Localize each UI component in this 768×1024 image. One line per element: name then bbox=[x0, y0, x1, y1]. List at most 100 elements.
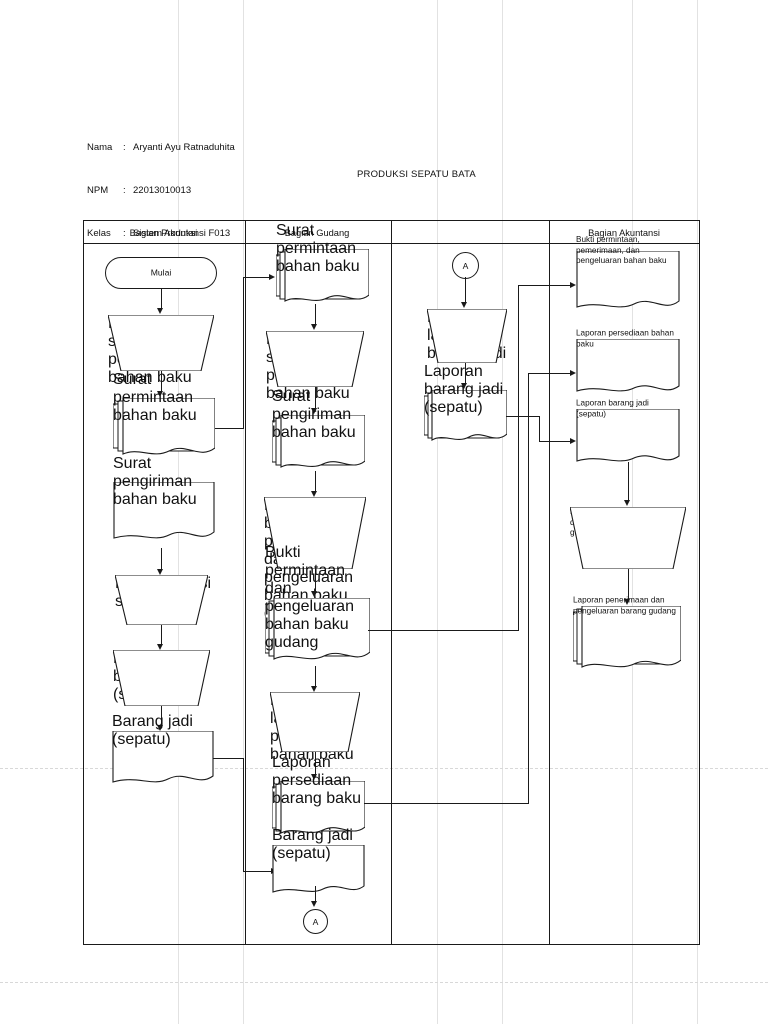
student-info-value: Sistem Akuntansi F013 bbox=[133, 227, 231, 239]
node-label: Laporan barang jadi (sepatu) bbox=[424, 363, 504, 416]
flow-arrow bbox=[570, 369, 576, 376]
node-membuat-laporan-barang-jadi: Membuat laporan barang jadi bbox=[427, 309, 507, 363]
node-label: Surat pengiriman bahan baku bbox=[272, 388, 356, 441]
flow-line bbox=[528, 373, 530, 804]
node-doc-laporan-persediaan-akuntansi: Laporan persediaan bahan baku bbox=[576, 328, 680, 397]
page-title: PRODUKSI SEPATU BATA bbox=[357, 169, 476, 180]
flow-line bbox=[518, 285, 520, 631]
flow-arrow bbox=[461, 302, 468, 308]
lane-divider-3 bbox=[549, 221, 550, 944]
flow-line bbox=[160, 706, 162, 727]
student-info-colon: : bbox=[123, 227, 126, 239]
flow-line bbox=[314, 886, 316, 903]
flow-arrow bbox=[570, 281, 576, 288]
swimlane-frame bbox=[83, 220, 700, 945]
node-membuat-laporan-permintaan-gudang: Membuat laporan permintaan dan pengeluar… bbox=[570, 507, 686, 569]
flow-line bbox=[243, 758, 245, 872]
flow-line bbox=[364, 803, 529, 805]
flow-arrow bbox=[311, 686, 318, 692]
flow-line bbox=[314, 471, 316, 493]
flow-line bbox=[464, 277, 466, 304]
flow-arrow bbox=[311, 901, 318, 907]
flow-line bbox=[160, 371, 162, 393]
node-membuat-surat-permintaan: Membuat surat permintaan bahan baku bbox=[108, 315, 214, 386]
lane-divider-2 bbox=[391, 221, 392, 944]
flow-line bbox=[627, 462, 629, 502]
student-info-colon: : bbox=[123, 185, 126, 197]
node-label: Barang jadi (sepatu) bbox=[272, 827, 353, 862]
flow-arrow bbox=[311, 591, 318, 597]
flow-line bbox=[160, 625, 162, 646]
flow-line bbox=[314, 387, 316, 410]
student-info-value: 22013010013 bbox=[133, 185, 192, 197]
node-doc-barang-jadi-produksi: Barang jadi (sepatu) bbox=[112, 713, 214, 787]
node-doc-barang-jadi-gudang: Barang jadi (sepatu) bbox=[272, 827, 365, 897]
node-doc-surat-pengiriman-gudang: Surat pengiriman bahan baku bbox=[272, 388, 365, 473]
node-doc-bukti-permintaan-akuntansi: Bukti permintaan, pemerimaan, dan pengel… bbox=[576, 235, 680, 313]
flow-arrow bbox=[157, 725, 164, 731]
flow-arrow bbox=[461, 383, 468, 389]
flow-line bbox=[243, 871, 272, 873]
flow-line bbox=[213, 758, 244, 760]
flow-line bbox=[243, 277, 245, 429]
student-info-key: Nama bbox=[87, 142, 113, 154]
print-guide-vertical bbox=[502, 0, 503, 1024]
node-doc-laporan-persediaan-gudang: Laporan persediaan barang baku bbox=[272, 754, 365, 839]
print-guide-vertical bbox=[697, 0, 698, 1024]
node-label: Surat permintaan bahan baku bbox=[276, 222, 360, 275]
student-info-block: Nama : Aryanti Ayu Ratnaduhita NPM : 220… bbox=[87, 113, 235, 269]
student-info-row: Nama : Aryanti Ayu Ratnaduhita bbox=[87, 141, 235, 155]
flow-arrow bbox=[157, 569, 164, 575]
node-label: Surat pengiriman bahan baku bbox=[113, 455, 197, 508]
flow-line bbox=[215, 428, 244, 430]
node-doc-bukti-permintaan-gudang: Bukti permintaan dan pengeluaran bahan b… bbox=[265, 544, 370, 666]
flow-arrow bbox=[157, 391, 164, 397]
flow-line bbox=[160, 548, 162, 571]
node-membuat-surat-pengiriman: Membuat surat pengiriman bahan baku bbox=[266, 331, 364, 402]
flow-arrow bbox=[157, 308, 164, 314]
lane-divider-1 bbox=[245, 221, 246, 944]
flow-line bbox=[518, 285, 571, 287]
flow-line bbox=[160, 289, 162, 310]
node-label: Bukti permintaan, pemerimaan, dan pengel… bbox=[576, 235, 667, 266]
student-info-key: Kelas bbox=[87, 227, 111, 239]
flow-arrow bbox=[269, 273, 275, 280]
flow-line bbox=[464, 363, 466, 385]
print-guide-horizontal bbox=[0, 768, 768, 769]
flow-line bbox=[368, 630, 519, 632]
print-guide-vertical bbox=[243, 0, 244, 1024]
print-guide-horizontal bbox=[0, 982, 768, 983]
connector-a-out: A bbox=[303, 909, 328, 934]
flow-arrow bbox=[311, 408, 318, 414]
student-info-colon: : bbox=[123, 142, 126, 154]
flow-arrow bbox=[624, 599, 631, 605]
connector-a-in: A bbox=[452, 252, 479, 279]
lane-header-akuntansi: Bagian Akuntansi bbox=[588, 228, 660, 238]
flow-line bbox=[528, 373, 571, 375]
flow-line bbox=[314, 569, 316, 593]
connector-label: A bbox=[312, 916, 319, 927]
flow-arrow bbox=[311, 324, 318, 330]
node-doc-laporan-barang-jadi-akuntansi: Laporan barang jadi (sepatu) bbox=[576, 398, 680, 467]
flow-line bbox=[243, 277, 270, 279]
flow-line bbox=[539, 441, 571, 443]
student-info-key: NPM bbox=[87, 185, 109, 197]
node-label: Laporan persediaan barang baku bbox=[272, 754, 361, 807]
node-membuat-laporan-persediaan: Membuat laporan persediaan bahan baku bbox=[270, 692, 360, 763]
flow-line bbox=[627, 569, 629, 601]
node-label: Surat permintaan bahan baku bbox=[113, 371, 197, 424]
flow-line bbox=[506, 416, 540, 418]
flow-line bbox=[314, 752, 316, 776]
student-info-row: NPM : 22013010013 bbox=[87, 184, 235, 198]
flow-line bbox=[539, 416, 541, 442]
node-label: Laporan persediaan bahan baku bbox=[576, 328, 674, 348]
node-label: Laporan penerimaan dan pengeluaran baran… bbox=[573, 595, 676, 615]
node-memproduksi-sepatu: Memproduksi sepatu bbox=[115, 575, 211, 625]
flow-arrow bbox=[157, 644, 164, 650]
lane-header-produksi: Bagian Produksi bbox=[129, 228, 198, 238]
node-label: Barang jadi (sepatu) bbox=[112, 713, 193, 748]
node-doc-laporan-barang-jadi: Laporan barang jadi (sepatu) bbox=[424, 363, 507, 446]
node-doc-surat-permintaan: Surat permintaan bahan baku bbox=[113, 371, 215, 460]
connector-label: A bbox=[462, 260, 469, 271]
